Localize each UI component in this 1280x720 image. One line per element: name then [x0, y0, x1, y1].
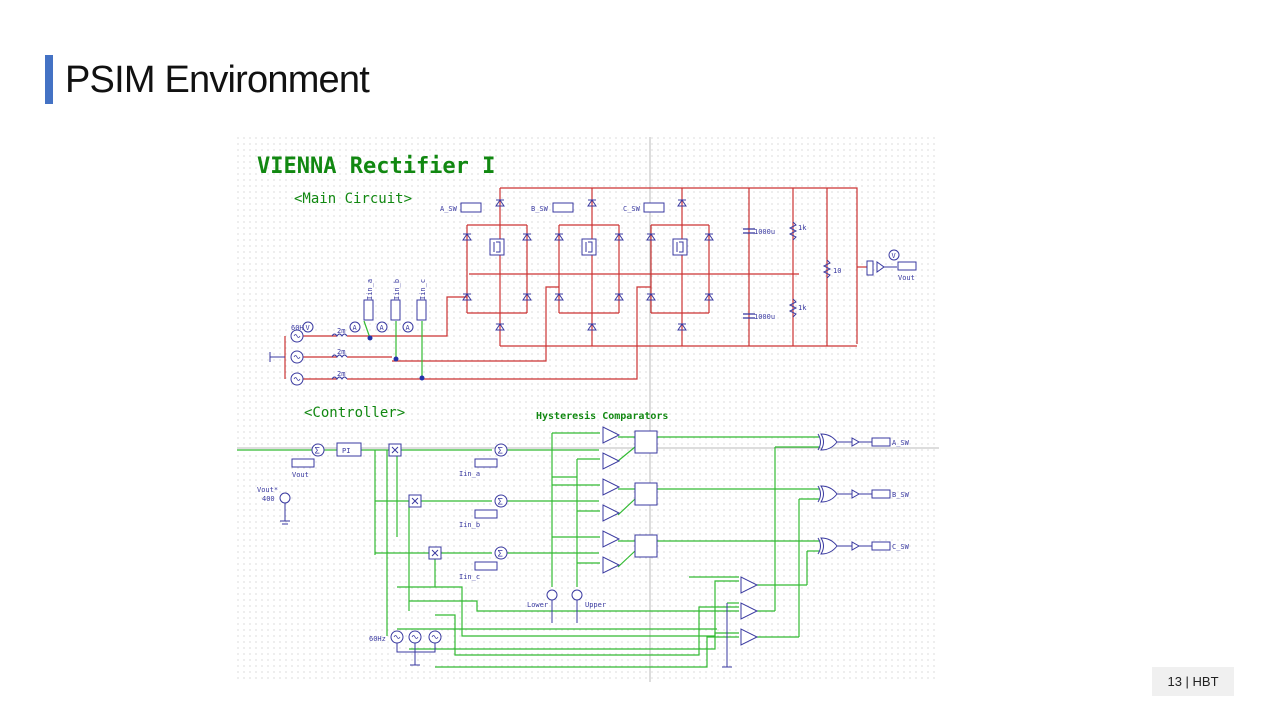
comparators-title: Hysteresis Comparators — [536, 410, 668, 422]
controller-wires — [237, 432, 819, 668]
main-nodes — [367, 335, 425, 381]
iin-inputs: Iin_a Iin_b Iin_c — [459, 458, 498, 581]
svg-text:Vout: Vout — [898, 274, 915, 282]
svg-text:A: A — [353, 324, 358, 332]
svg-text:A_SW: A_SW — [440, 205, 458, 213]
svg-text:C_SW: C_SW — [623, 205, 641, 213]
current-sum-a — [494, 443, 508, 457]
svg-text:V: V — [892, 252, 897, 260]
load-res-label: 10 — [833, 267, 841, 275]
svg-text:C_SW: C_SW — [892, 543, 910, 551]
svg-text:PI: PI — [342, 447, 350, 455]
resistors — [788, 221, 832, 318]
switch-drive-b: B_SW — [531, 202, 574, 213]
svg-text:60Hz: 60Hz — [291, 324, 308, 332]
inductor-label-b: 2m — [337, 348, 345, 356]
svg-text:Upper: Upper — [585, 601, 606, 609]
vout-meter: V Vout — [866, 249, 917, 282]
mosfet-a — [489, 238, 505, 256]
slide-title: PSIM Environment — [65, 59, 370, 101]
svg-text:Iin_c: Iin_c — [419, 279, 427, 300]
svg-text:Vout*: Vout* — [257, 486, 278, 494]
phase-comparators — [722, 576, 758, 668]
controller-label: <Controller> — [304, 405, 405, 421]
mosfet-b — [581, 238, 597, 256]
switch-drive-a: A_SW — [440, 202, 482, 213]
current-sum-b — [494, 494, 508, 508]
res-bottom-label: 1k — [798, 304, 807, 312]
mosfet-c — [672, 238, 688, 256]
main-sense-wires — [363, 320, 423, 378]
current-sum-c — [494, 546, 508, 560]
gate-outputs: A_SW B_SW C_SW — [837, 437, 910, 551]
cap-top-label: 1000u — [754, 228, 775, 236]
cap-bottom-label: 1000u — [754, 313, 775, 321]
ac-sources: 60Hz — [269, 324, 308, 386]
title-accent-bar — [45, 55, 53, 104]
switch-drive-c: C_SW — [623, 202, 665, 213]
svg-text:V: V — [306, 324, 311, 332]
svg-text:A: A — [380, 324, 385, 332]
input-meters: V A A A Iin_a Iin_b Iin_c — [302, 279, 427, 333]
svg-text:Iin_c: Iin_c — [459, 573, 480, 581]
svg-text:Vout: Vout — [292, 471, 309, 479]
pi-controller: PI — [336, 442, 362, 457]
schematic-heading: VIENNA Rectifier I — [257, 154, 495, 179]
input-inductors — [331, 333, 348, 380]
svg-text:Iin_b: Iin_b — [393, 279, 401, 300]
svg-text:Iin_b: Iin_b — [459, 521, 480, 529]
res-top-label: 1k — [798, 224, 807, 232]
multiplier-a — [388, 443, 402, 457]
svg-text:Lower: Lower — [527, 601, 548, 609]
sine-references: 60Hz — [369, 630, 442, 666]
svg-text:A_SW: A_SW — [892, 439, 910, 447]
svg-text:400: 400 — [262, 495, 275, 503]
vout-feedback-input: Vout — [291, 458, 315, 479]
multiplier-c — [428, 546, 442, 560]
main-circuit-label: <Main Circuit> — [294, 191, 412, 207]
svg-text:B_SW: B_SW — [892, 491, 910, 499]
page-tag: 13 | HBT — [1152, 667, 1234, 696]
inductor-label-c: 2m — [337, 370, 345, 378]
vout-reference: Vout* 400 — [257, 486, 291, 525]
multiplier-b — [408, 494, 422, 508]
inductor-label-a: 2m — [337, 327, 345, 335]
voltage-error-sum — [311, 443, 325, 457]
lower-upper-refs: Lower Upper — [527, 589, 606, 623]
svg-text:60Hz: 60Hz — [369, 635, 386, 643]
svg-text:B_SW: B_SW — [531, 205, 549, 213]
grid-background — [237, 137, 939, 682]
svg-text:Iin_a: Iin_a — [459, 470, 480, 478]
svg-text:A: A — [406, 324, 411, 332]
dc-capacitors — [743, 228, 755, 319]
vienna-rectifier-schematic: Σ VIENNA Rectifier I <Main Circuit> <Con… — [237, 137, 939, 682]
sr-latches — [634, 430, 658, 558]
svg-text:Iin_a: Iin_a — [366, 279, 374, 300]
